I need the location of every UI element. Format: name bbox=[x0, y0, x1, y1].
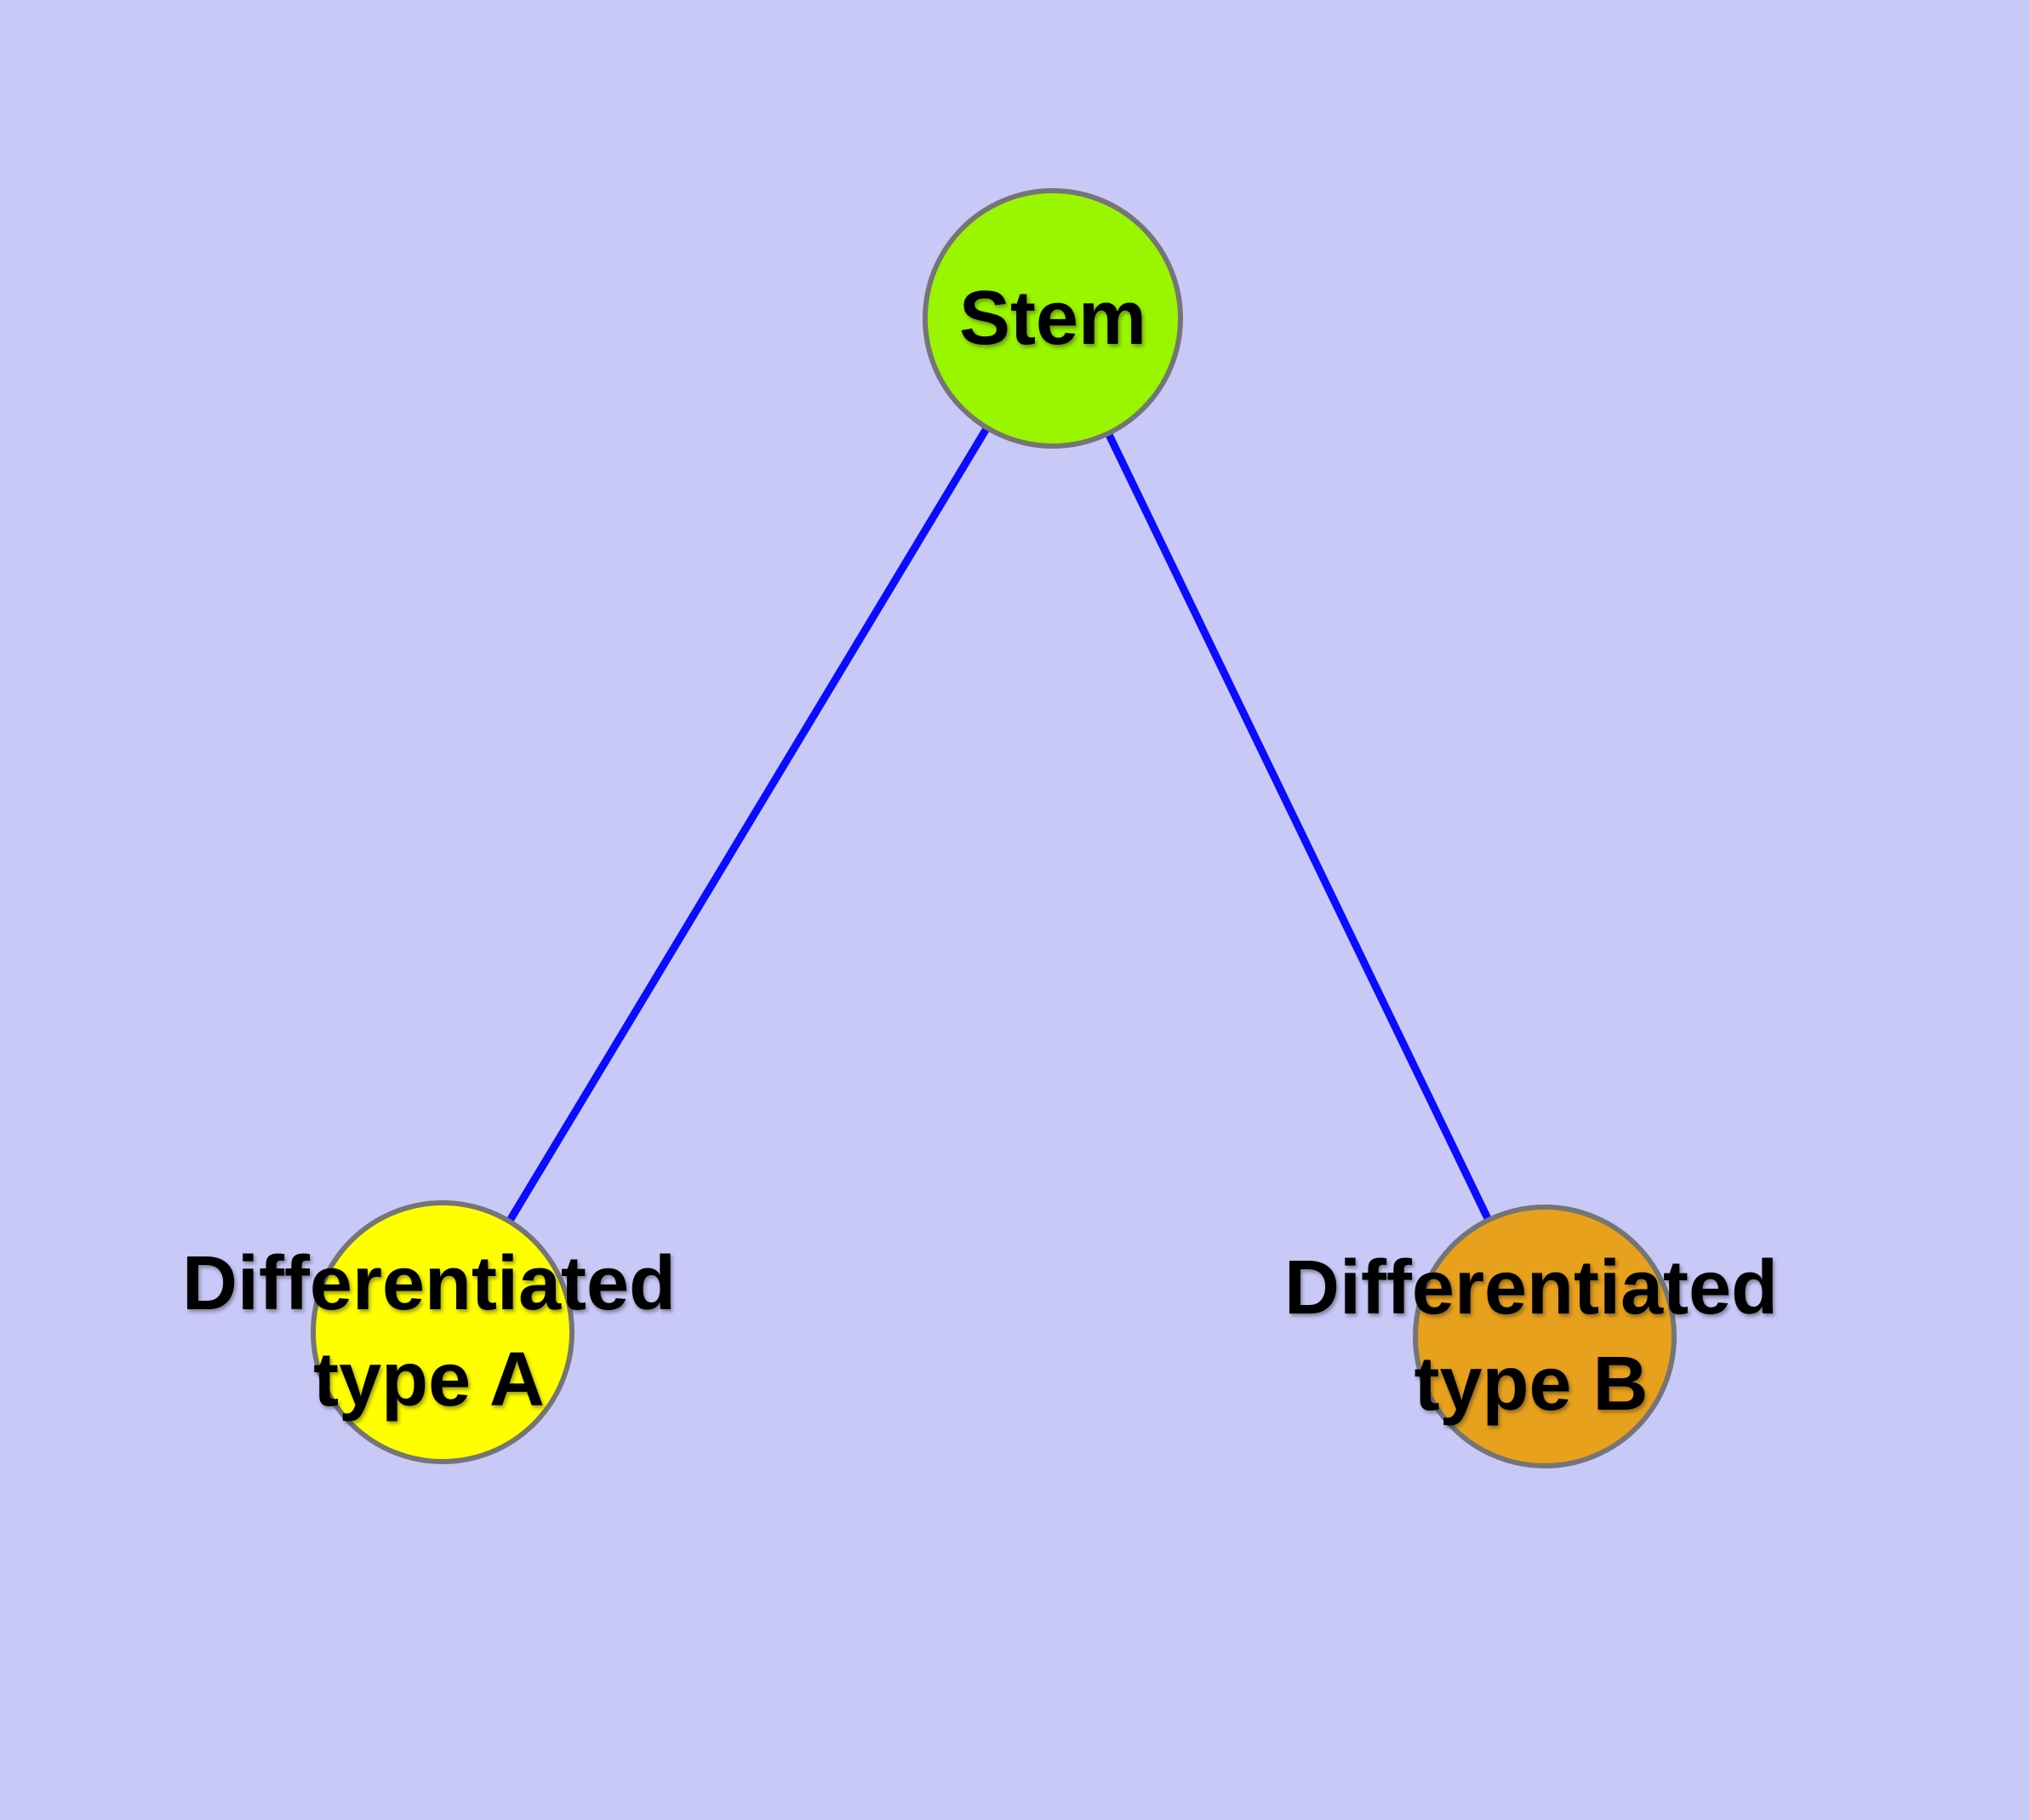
node-differentiated-type-b-label-line2: type B bbox=[1414, 1342, 1649, 1427]
node-stem-circle bbox=[923, 188, 1183, 449]
edge-stem-to-type-b bbox=[1049, 317, 1549, 1338]
edge-stem-to-type-a bbox=[439, 316, 1056, 1335]
node-differentiated-type-a-label-line2: type A bbox=[313, 1337, 545, 1422]
node-differentiated-type-b-label-line1: Differentiated bbox=[1283, 1245, 1779, 1331]
node-differentiated-type-a-label: Differentiated type A bbox=[0, 1236, 940, 1428]
node-stem-label: Stem bbox=[542, 271, 1563, 367]
node-differentiated-type-a-label-line1: Differentiated bbox=[181, 1241, 677, 1326]
node-differentiated-type-a-circle bbox=[311, 1200, 574, 1464]
node-differentiated-type-b-circle bbox=[1413, 1205, 1677, 1468]
node-differentiated-type-b-label: Differentiated type B bbox=[1020, 1240, 2029, 1433]
node-stem-label-line: Stem bbox=[958, 276, 1147, 361]
